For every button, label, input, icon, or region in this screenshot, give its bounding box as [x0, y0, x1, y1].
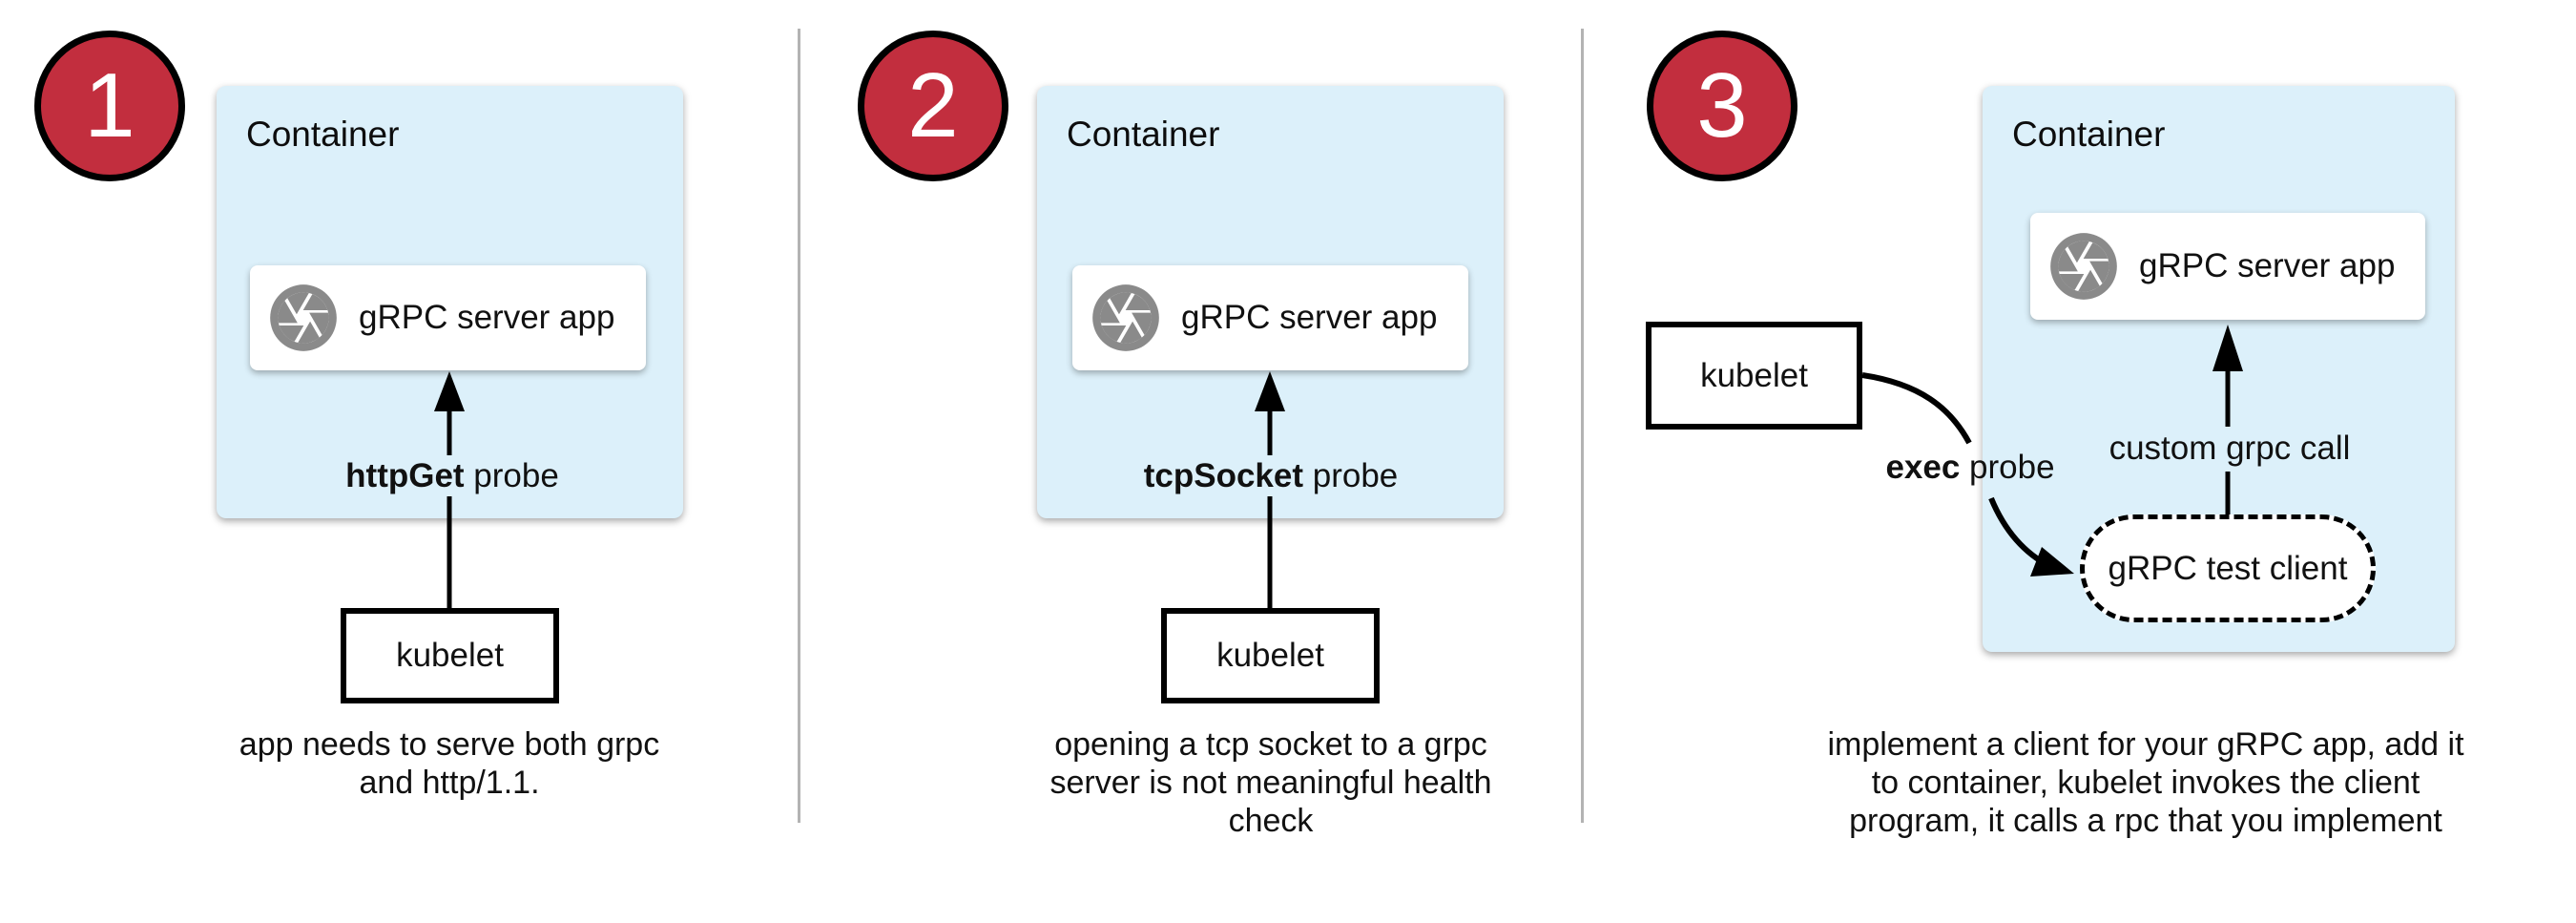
container-label-2: Container	[1067, 115, 1220, 154]
kubelet-box-3: kubelet	[1646, 322, 1862, 430]
caption-3: implement a client for your gRPC app, ad…	[1802, 725, 2489, 840]
caption-line: implement a client for your gRPC app, ad…	[1827, 726, 2464, 763]
httpget-probe-label: httpGet probe	[345, 457, 559, 495]
probe-keyword: httpGet	[345, 457, 465, 494]
grpc-server-app-label: gRPC server app	[2139, 247, 2396, 284]
panel-divider-2	[1581, 29, 1584, 823]
caption-line: check	[1228, 803, 1314, 839]
custom-grpc-call-label: custom grpc call	[2109, 430, 2351, 467]
custom-grpc-call-arrow	[2212, 325, 2243, 515]
container-label-1: Container	[246, 115, 400, 154]
tcpsocket-probe-arrow	[1255, 371, 1285, 609]
caption-2: opening a tcp socket to a grpc server is…	[927, 725, 1614, 840]
caption-line: and http/1.1.	[359, 765, 540, 801]
probe-keyword: exec	[1885, 449, 1961, 486]
step-number: 1	[84, 54, 135, 157]
caption-line: app needs to serve both grpc	[239, 726, 660, 763]
grpc-server-app-label: gRPC server app	[359, 299, 615, 336]
aperture-icon	[270, 284, 337, 351]
httpget-probe-arrow	[434, 371, 465, 609]
kubelet-label: kubelet	[1216, 637, 1324, 674]
grpc-server-app-label: gRPC server app	[1181, 299, 1438, 336]
grpc-server-app-box-2: gRPC server app	[1072, 265, 1468, 370]
caption-line: server is not meaningful health	[1049, 765, 1492, 801]
probe-rest: probe	[1303, 457, 1399, 494]
kubelet-label: kubelet	[1700, 356, 1808, 394]
probe-keyword: tcpSocket	[1143, 457, 1304, 494]
grpc-test-client-label: gRPC test client	[2108, 549, 2348, 587]
kubelet-label: kubelet	[396, 637, 504, 674]
step-badge-1: 1	[34, 31, 185, 181]
probe-rest: probe	[464, 457, 559, 494]
kubelet-box-1: kubelet	[341, 608, 559, 703]
tcpsocket-probe-label: tcpSocket probe	[1144, 457, 1399, 495]
step-badge-3: 3	[1647, 31, 1797, 181]
panel-divider-1	[798, 29, 800, 823]
exec-probe-label: exec probe	[1885, 449, 2054, 487]
caption-line: to container, kubelet invokes the client	[1871, 765, 2420, 801]
aperture-icon	[1092, 284, 1159, 351]
exec-probe-arrow	[1861, 372, 2074, 577]
container-label-3: Container	[2012, 115, 2166, 154]
step-number: 3	[1696, 54, 1748, 157]
step-badge-2: 2	[858, 31, 1008, 181]
caption-line: program, it calls a rpc that you impleme…	[1849, 803, 2442, 839]
aperture-icon	[2050, 233, 2117, 300]
grpc-server-app-box-3: gRPC server app	[2030, 213, 2425, 320]
step-number: 2	[907, 54, 959, 157]
grpc-test-client-box: gRPC test client	[2080, 514, 2376, 622]
caption-1: app needs to serve both grpc and http/1.…	[106, 725, 793, 802]
grpc-server-app-box-1: gRPC server app	[250, 265, 646, 370]
kubelet-box-2: kubelet	[1161, 608, 1380, 703]
caption-line: opening a tcp socket to a grpc	[1054, 726, 1487, 763]
probe-rest: probe	[1960, 449, 2055, 486]
